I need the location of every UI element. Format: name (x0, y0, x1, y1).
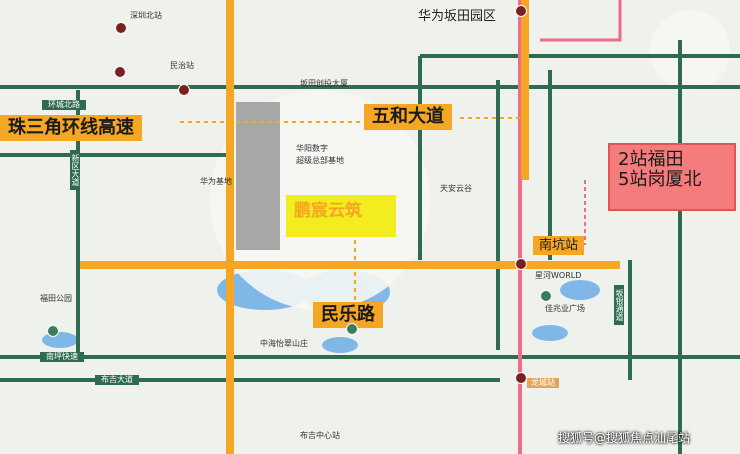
metro-marker-2[interactable] (178, 84, 190, 96)
metro-marker-5[interactable] (515, 258, 527, 270)
place-label-3: 天安云谷 (440, 184, 472, 193)
place-pin-1[interactable] (346, 323, 358, 335)
callout-box: 2站福田 5站岗厦北 (608, 143, 736, 211)
project-name[interactable]: 鹏宸云筑 (294, 201, 362, 221)
road-tag-buji: 布吉大道 (95, 375, 139, 385)
place-pin-2[interactable] (540, 290, 552, 302)
metro-marker-6[interactable] (515, 372, 527, 384)
metro-marker-4[interactable] (515, 5, 527, 17)
place-label-9: 民治站 (170, 61, 194, 70)
place-label-1: 坂田创投大厦 (300, 79, 348, 88)
place-label-2: 华为基地 (200, 177, 232, 186)
place-label-10: 福田公园 (40, 294, 72, 303)
road-label-wuhe[interactable]: 五和大道 (364, 104, 452, 130)
road-tag-longgang: 坂银通道 (614, 285, 624, 325)
callout-line-1: 2站福田 (618, 149, 684, 170)
project-subtitle-2: 超级总部基地 (296, 156, 344, 165)
road-tag-nanping: 南坪快速 (40, 352, 84, 362)
watermark: 搜狐号@搜狐焦点汕尾站 (558, 431, 691, 445)
road-label-pearl-ring[interactable]: 珠三角环线高速 (0, 115, 142, 141)
metro-marker-1[interactable] (114, 66, 126, 78)
callout-line-2: 5站岗厦北 (618, 169, 702, 190)
project-subtitle-1: 华阳数字 (296, 144, 328, 153)
place-label-8: 布吉中心站 (300, 431, 340, 440)
road-tag-xinqu: 新区大道 (70, 150, 80, 190)
road-tag-huaning: 环城北路 (42, 100, 86, 110)
metro-marker-3[interactable] (115, 22, 127, 34)
place-label-5: 佳兆业广场 (545, 304, 585, 313)
district-label: 华为坂田园区 (418, 9, 497, 24)
station-cheng[interactable]: 龙城站 (527, 378, 559, 388)
place-pin-3[interactable] (47, 325, 59, 337)
station-nankeng[interactable]: 南坑站 (533, 236, 585, 255)
place-label-4: 星河WORLD (535, 271, 582, 280)
place-label-7: 深圳北站 (130, 11, 162, 20)
place-label-6: 中海怡翠山庄 (260, 339, 308, 348)
